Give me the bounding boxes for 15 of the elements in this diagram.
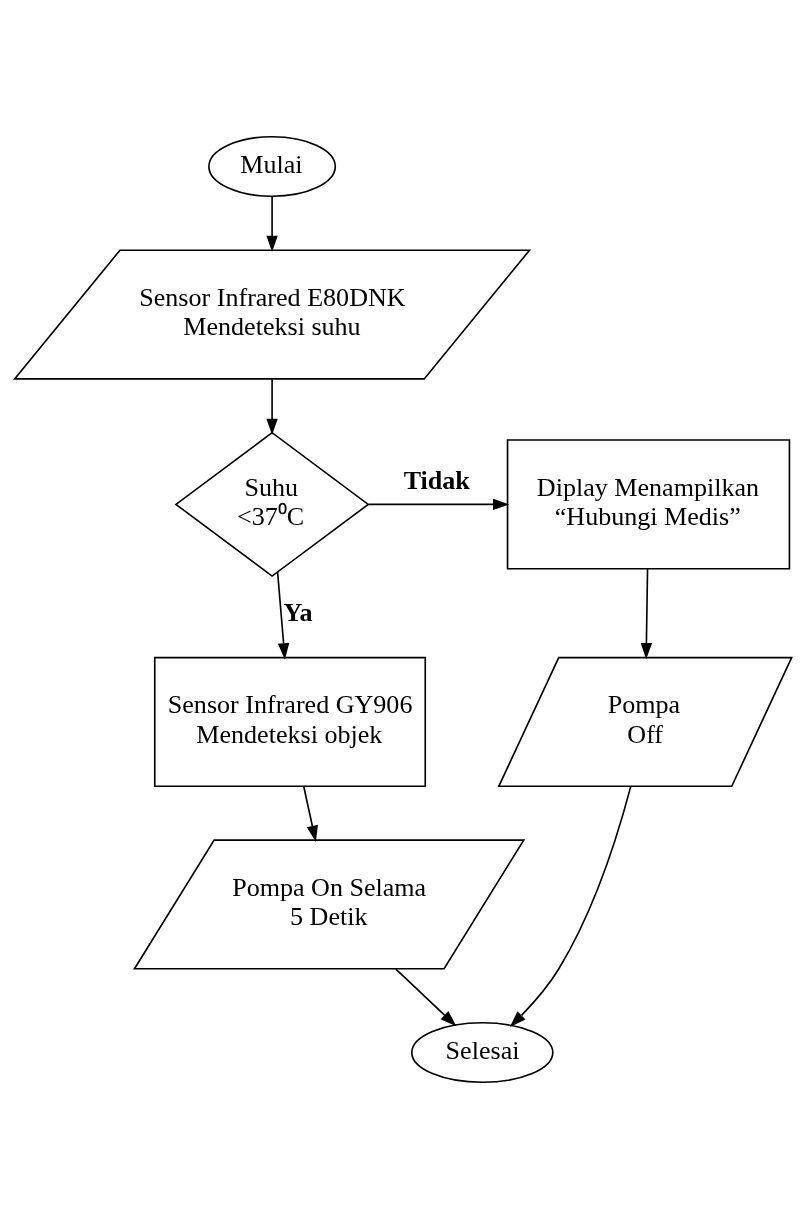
arrow bbox=[509, 785, 632, 1027]
arrow bbox=[395, 967, 457, 1026]
arrow bbox=[266, 378, 278, 435]
node-box: Sensor Infrared GY906 Mendeteksi objek bbox=[153, 656, 427, 787]
arrow bbox=[266, 195, 278, 252]
node-box: Diplay Menampilkan “Hubungi Medis” bbox=[506, 438, 791, 570]
node-diamond: Suhu <37⁰C bbox=[174, 431, 370, 577]
arrow bbox=[367, 498, 510, 510]
arrow bbox=[640, 567, 653, 659]
arrow bbox=[276, 570, 290, 659]
edge-label: Tidak bbox=[403, 465, 470, 495]
node-ellipse: Mulai bbox=[208, 135, 337, 197]
arrow bbox=[303, 785, 318, 842]
node-ellipse: Selesai bbox=[410, 1021, 554, 1083]
edge-label: Ya bbox=[283, 597, 313, 627]
